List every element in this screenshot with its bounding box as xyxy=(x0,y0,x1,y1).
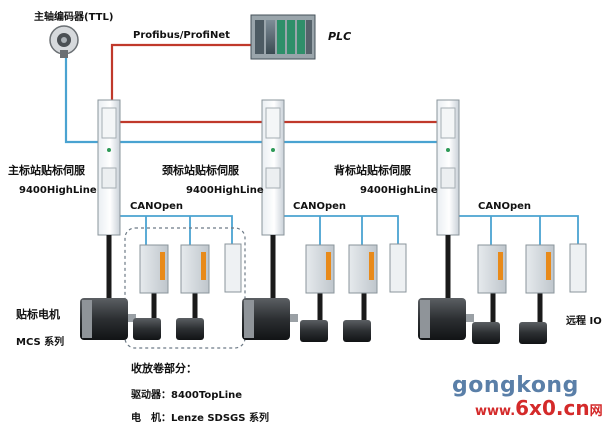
plc-icon xyxy=(250,14,316,60)
servo-drive-back xyxy=(436,99,460,236)
fieldbus-label: Profibus/ProfiNet xyxy=(133,30,230,41)
power-cables xyxy=(106,235,543,324)
encoder-icon xyxy=(49,25,79,58)
canopen-lines xyxy=(118,215,579,245)
remote-io-label: 远程 IO xyxy=(566,316,602,327)
watermark-site: www.6x0.cn网 xyxy=(475,396,603,420)
rewind-drive-label: 驱动器：8400TopLine xyxy=(131,390,243,401)
plc-label: PLC xyxy=(328,30,352,43)
encoder-label: 主轴编码器(TTL) xyxy=(34,12,114,23)
canopen-line-3 xyxy=(453,215,579,245)
servo-drive-neck xyxy=(261,99,285,236)
watermark-site-prefix: www. xyxy=(475,404,516,419)
remote-io-modules xyxy=(224,243,587,293)
canopen-line-2 xyxy=(278,215,399,245)
back-servo-label: 背标站贴标伺服 xyxy=(334,164,411,177)
canopen-line-1 xyxy=(118,215,233,245)
rewind-group-box xyxy=(124,227,246,349)
motor-label: 贴标电机 xyxy=(16,308,60,321)
canopen-label-3: CANOpen xyxy=(478,201,532,212)
canopen-label-2: CANOpen xyxy=(293,201,347,212)
canopen-label-1: CANOpen xyxy=(130,201,184,212)
drive-8400 xyxy=(139,244,555,294)
encoder-network xyxy=(64,55,440,200)
rewind-title: 收放卷部分： xyxy=(131,362,197,375)
encoder-line xyxy=(64,55,108,144)
watermark-site-suffix: 网 xyxy=(589,404,603,419)
sdsgs-motors xyxy=(133,318,547,344)
rewind-motor-label: 电 机：Lenze SDSGS 系列 xyxy=(131,413,269,424)
watermark-brand: gongkong xyxy=(452,373,579,398)
neck-servo-label: 颈标站贴标伺服 xyxy=(162,164,239,177)
highline-label-2: 9400HighLine xyxy=(186,185,264,196)
highline-label-3: 9400HighLine xyxy=(360,185,438,196)
watermark-site-domain: 6x0.cn xyxy=(515,396,590,420)
mcs-motors xyxy=(80,298,474,340)
profibus-line-main xyxy=(110,43,262,118)
highline-label-1: 9400HighLine xyxy=(19,185,97,196)
motor-series-label: MCS 系列 xyxy=(16,337,65,348)
servo-drive-main xyxy=(97,99,121,236)
main-servo-label: 主标站贴标伺服 xyxy=(8,164,85,177)
